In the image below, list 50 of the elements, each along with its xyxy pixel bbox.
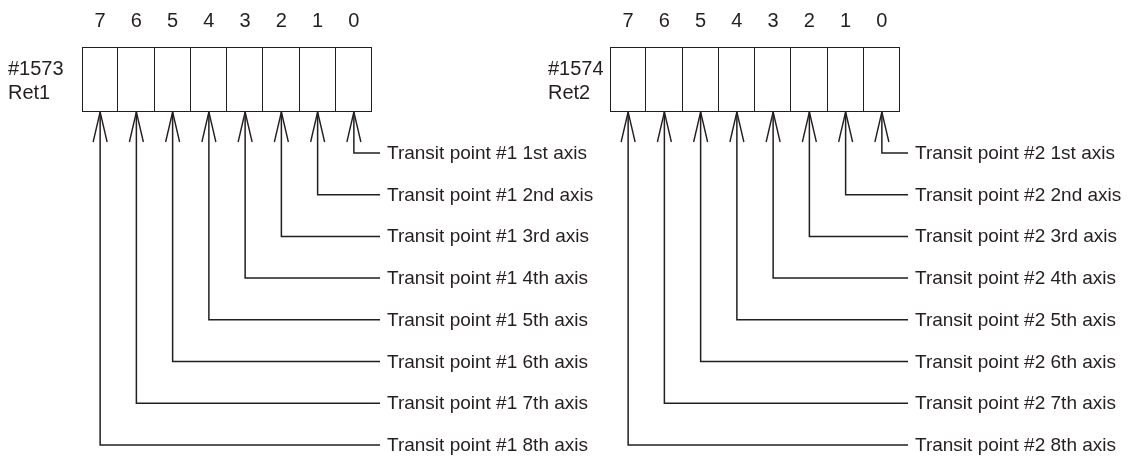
bit-cell xyxy=(263,47,300,112)
bit-cell xyxy=(755,47,792,112)
bit-cell xyxy=(299,47,336,112)
bit-number: 4 xyxy=(730,8,744,32)
arrow xyxy=(656,111,909,404)
arrow xyxy=(164,111,381,363)
bit-cell xyxy=(827,47,864,112)
arrow xyxy=(620,111,909,446)
bit-cell xyxy=(227,47,264,112)
bit-number: 2 xyxy=(802,8,816,32)
bit-cell xyxy=(190,47,227,112)
arrow xyxy=(128,111,381,404)
bit-number: 3 xyxy=(766,8,780,32)
bit-number: 5 xyxy=(166,8,180,32)
bit-cell xyxy=(863,47,900,112)
bit-cell xyxy=(118,47,155,112)
bit-cell xyxy=(610,47,647,112)
bit-cell xyxy=(646,47,683,112)
bit-number: 1 xyxy=(311,8,325,32)
arrow xyxy=(765,111,909,279)
bit-number: 6 xyxy=(657,8,671,32)
bit-number: 0 xyxy=(875,8,889,32)
arrow xyxy=(237,111,381,279)
bit-number: 4 xyxy=(202,8,216,32)
register-label: #1573 Ret1 xyxy=(8,55,64,104)
register-label: #1574 Ret2 xyxy=(548,55,604,104)
bit-cell xyxy=(718,47,755,112)
arrow xyxy=(729,111,909,321)
arrow xyxy=(273,111,381,238)
bit-cell xyxy=(335,47,372,112)
bit-number: 0 xyxy=(347,8,361,32)
arrow xyxy=(346,111,381,154)
arrow xyxy=(837,111,909,196)
bit-number: 3 xyxy=(238,8,252,32)
bit-cell xyxy=(154,47,191,112)
arrow xyxy=(201,111,381,321)
bit-cell xyxy=(82,47,119,112)
arrow xyxy=(92,111,381,446)
bit-cell xyxy=(791,47,828,112)
arrow xyxy=(874,111,909,154)
arrow xyxy=(801,111,909,238)
bit-number: 2 xyxy=(274,8,288,32)
bit-cell xyxy=(682,47,719,112)
bit-number: 7 xyxy=(93,8,107,32)
arrow xyxy=(309,111,381,196)
bit-number: 5 xyxy=(694,8,708,32)
bit-number: 7 xyxy=(621,8,635,32)
arrow xyxy=(692,111,909,363)
bit-number: 6 xyxy=(129,8,143,32)
bit-number: 1 xyxy=(839,8,853,32)
